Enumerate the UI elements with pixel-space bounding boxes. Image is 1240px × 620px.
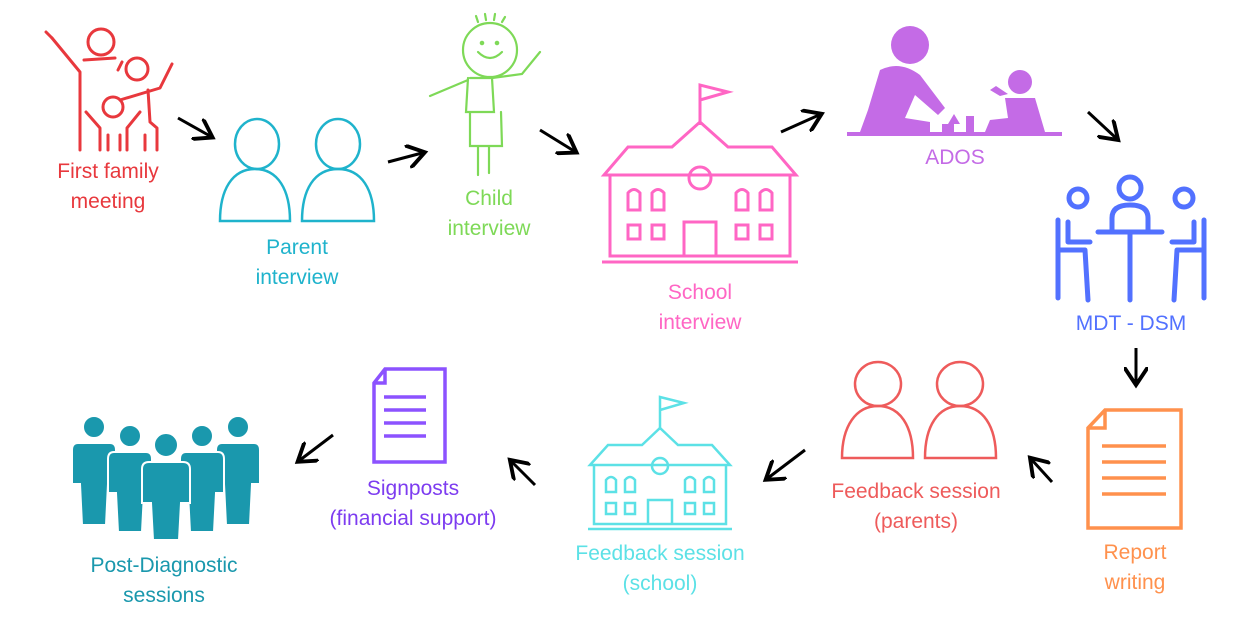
arrow-icon xyxy=(539,128,574,151)
label-mdt-dsm: MDT - DSM xyxy=(1076,309,1186,339)
document-icon xyxy=(1086,408,1183,530)
arrow-icon xyxy=(177,116,210,136)
label-feedback-parents: Feedback session (parents) xyxy=(831,477,1000,537)
arrow-icon xyxy=(387,153,422,162)
label-line: MDT - DSM xyxy=(1075,312,1187,335)
flow-arrows xyxy=(177,110,1136,487)
label-line: School xyxy=(667,281,733,304)
arrow-icon xyxy=(512,462,537,487)
label-parent-interview: Parent interview xyxy=(256,233,339,293)
label-line: Parent xyxy=(266,236,328,259)
label-first-family-meeting: First family meeting xyxy=(57,157,159,217)
child-drawing-icon xyxy=(428,12,542,177)
label-line: First family xyxy=(57,160,159,183)
family-icon xyxy=(44,27,174,152)
label-school-interview: School interview xyxy=(659,278,742,338)
two-people-outline-icon xyxy=(840,360,998,460)
label-line: Signposts xyxy=(366,477,460,500)
label-report-writing: Report writing xyxy=(1103,538,1166,598)
label-line: (financial support) xyxy=(329,507,497,530)
label-line: interview xyxy=(658,311,742,334)
arrow-icon xyxy=(300,433,334,460)
arrow-icon xyxy=(768,448,806,478)
label-signposts: Signposts (financial support) xyxy=(330,474,497,534)
arrow-icon xyxy=(1032,460,1054,484)
meeting-table-icon xyxy=(1055,174,1207,303)
group-people-icon xyxy=(71,415,261,541)
school-building-icon xyxy=(587,395,733,531)
label-ados: ADOS xyxy=(925,143,985,173)
label-line: Post-Diagnostic xyxy=(90,554,238,577)
label-line: writing xyxy=(1104,571,1166,594)
arrow-icon xyxy=(1086,110,1116,138)
label-line: (parents) xyxy=(873,510,959,533)
label-line: interview xyxy=(447,217,531,240)
school-building-icon xyxy=(600,83,800,264)
adult-child-play-icon xyxy=(847,26,1062,136)
label-line: sessions xyxy=(123,584,205,607)
label-post-diagnostic: Post-Diagnostic sessions xyxy=(90,551,237,611)
two-people-outline-icon xyxy=(218,117,376,223)
label-line: Child xyxy=(465,187,513,210)
document-icon xyxy=(372,367,447,464)
label-line: meeting xyxy=(70,190,146,213)
arrow-icon xyxy=(780,115,819,134)
label-line: ADOS xyxy=(925,146,985,169)
label-line: Feedback session xyxy=(575,542,745,565)
label-line: Feedback session xyxy=(831,480,1001,503)
label-child-interview: Child interview xyxy=(448,184,531,244)
label-line: (school) xyxy=(622,572,698,595)
label-line: interview xyxy=(255,266,339,289)
label-line: Report xyxy=(1103,541,1167,564)
label-feedback-school: Feedback session (school) xyxy=(575,539,744,599)
